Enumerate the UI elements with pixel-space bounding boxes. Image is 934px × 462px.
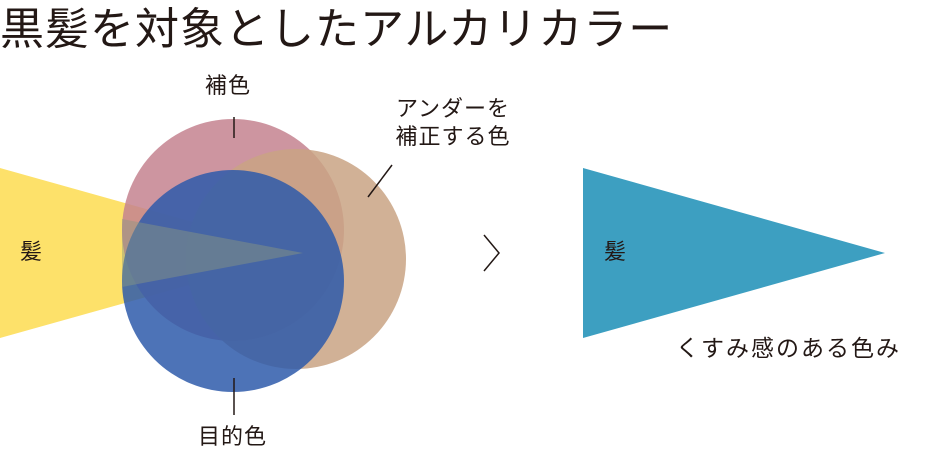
hair-shape-right: [583, 168, 885, 338]
diagram-title: 黒髪を対象としたアルカリカラー: [0, 4, 674, 55]
hair-label-right: 髪: [604, 240, 628, 265]
under-correction-label: アンダーを 補正する色: [388, 96, 518, 152]
under-correction-label-line1: アンダーを: [395, 97, 511, 122]
target-color-circle: [122, 170, 344, 392]
under-correction-leader-line: [367, 164, 393, 198]
hair-overlap-shape: [122, 219, 303, 287]
under-correction-label-line2: 補正する色: [395, 125, 511, 150]
complementary-label: 補色: [205, 74, 252, 99]
hair-label-left: 髪: [20, 240, 44, 265]
result-label: くすみ感のある色み: [676, 336, 901, 362]
target-color-label: 目的色: [198, 425, 268, 450]
chevron-right-icon: [483, 234, 500, 272]
